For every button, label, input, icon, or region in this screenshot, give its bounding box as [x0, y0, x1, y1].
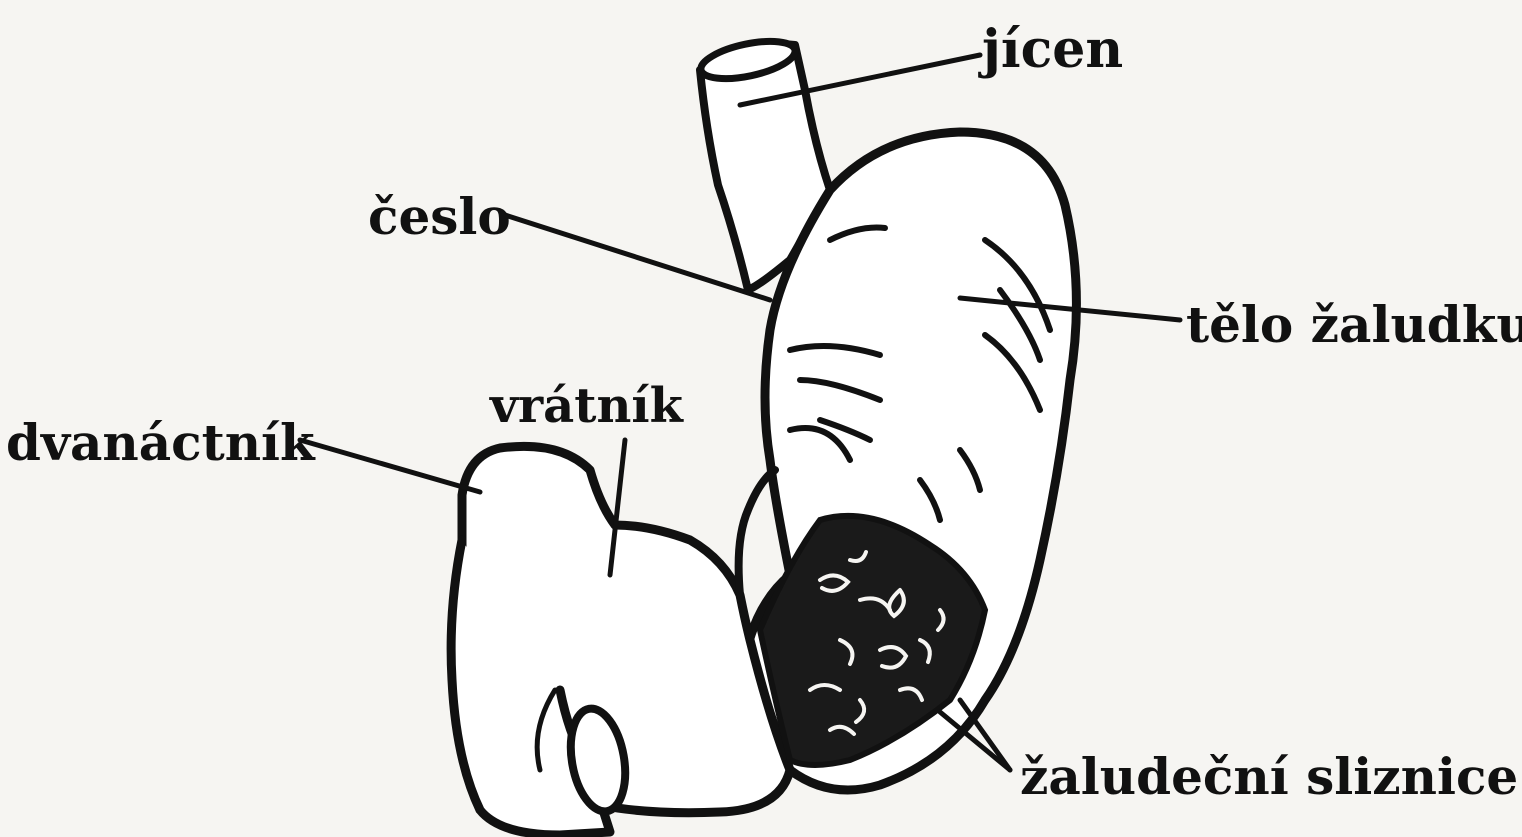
leader-dvanactnik — [300, 440, 480, 492]
duodenum-shape — [451, 446, 790, 835]
label-gastric-mucosa: žaludeční sliznice — [1020, 752, 1518, 802]
label-esophagus: jícen — [982, 24, 1123, 76]
label-pylorus: vrátník — [490, 382, 683, 430]
label-duodenum: dvanáctník — [6, 418, 315, 468]
label-stomach-body: tělo žaludku — [1186, 300, 1522, 350]
label-cardia: česlo — [368, 192, 511, 242]
